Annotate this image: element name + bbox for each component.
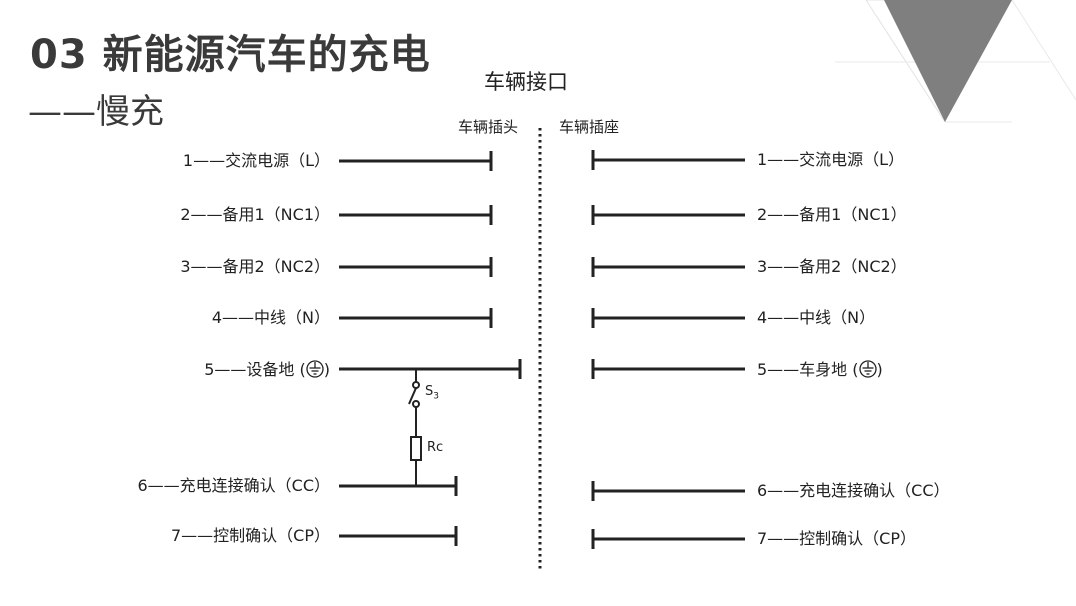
plug-pin-4-label: 4——中线（N） <box>211 308 330 327</box>
plug-pin-5-suffix: ) <box>323 360 330 379</box>
decorative-triangles <box>835 0 1076 123</box>
plug-pin-2-label: 2——备用1（NC1） <box>180 205 330 224</box>
switch-label-text: S <box>425 384 434 399</box>
socket-pin-2-label: 2——备用1（NC1） <box>757 205 907 224</box>
switch-label-subscript: 3 <box>433 391 439 402</box>
switch-s3 <box>408 387 417 405</box>
switch-contact-bottom <box>412 400 420 408</box>
plug-pin-5-label: 5——设备地 () <box>0 360 330 379</box>
vehicle-interface-title: 车辆接口 <box>484 70 568 94</box>
resistor-rc <box>410 436 422 461</box>
plug-pin-5-text: 5——设备地 ( <box>204 360 306 379</box>
socket-pin-3-label: 3——备用2（NC2） <box>757 257 907 276</box>
page-title: 03 新能源汽车的充电 <box>30 32 431 78</box>
plug-pin-1-label: 1——交流电源（L） <box>182 151 330 170</box>
protective-earth-icon <box>858 360 877 378</box>
decor-triangle <box>884 0 1012 122</box>
plug-pin-lines <box>339 151 522 546</box>
socket-pin-7-label: 7——控制确认（CP） <box>757 529 917 548</box>
socket-pin-5-text: 5——车身地 ( <box>757 360 859 379</box>
vehicle-socket-label: 车辆插座 <box>559 118 620 136</box>
socket-pin-1-label: 1——交流电源（L） <box>757 150 905 169</box>
vehicle-plug-label: 车辆插头 <box>458 118 519 136</box>
switch-s3-label: S3 <box>425 384 439 402</box>
socket-pin-5-suffix: ) <box>876 360 883 379</box>
socket-pin-6-label: 6——充电连接确认（CC） <box>757 481 950 500</box>
resistor-rc-label: Rc <box>427 440 444 455</box>
plug-pin-3-label: 3——备用2（NC2） <box>180 257 330 276</box>
socket-pin-lines <box>591 150 745 549</box>
protective-earth-icon <box>306 360 324 378</box>
plug-pin-6-label: 6——充电连接确认（CC） <box>137 476 330 495</box>
cc-switch-resistor-branch <box>408 369 422 486</box>
socket-pin-5-label: 5——车身地 () <box>757 360 883 379</box>
page-subtitle: ——慢充 <box>28 92 164 132</box>
socket-pin-4-label: 4——中线（N） <box>757 308 876 327</box>
switch-contact-top <box>412 381 420 389</box>
plug-pin-7-label: 7——控制确认（CP） <box>170 526 330 545</box>
